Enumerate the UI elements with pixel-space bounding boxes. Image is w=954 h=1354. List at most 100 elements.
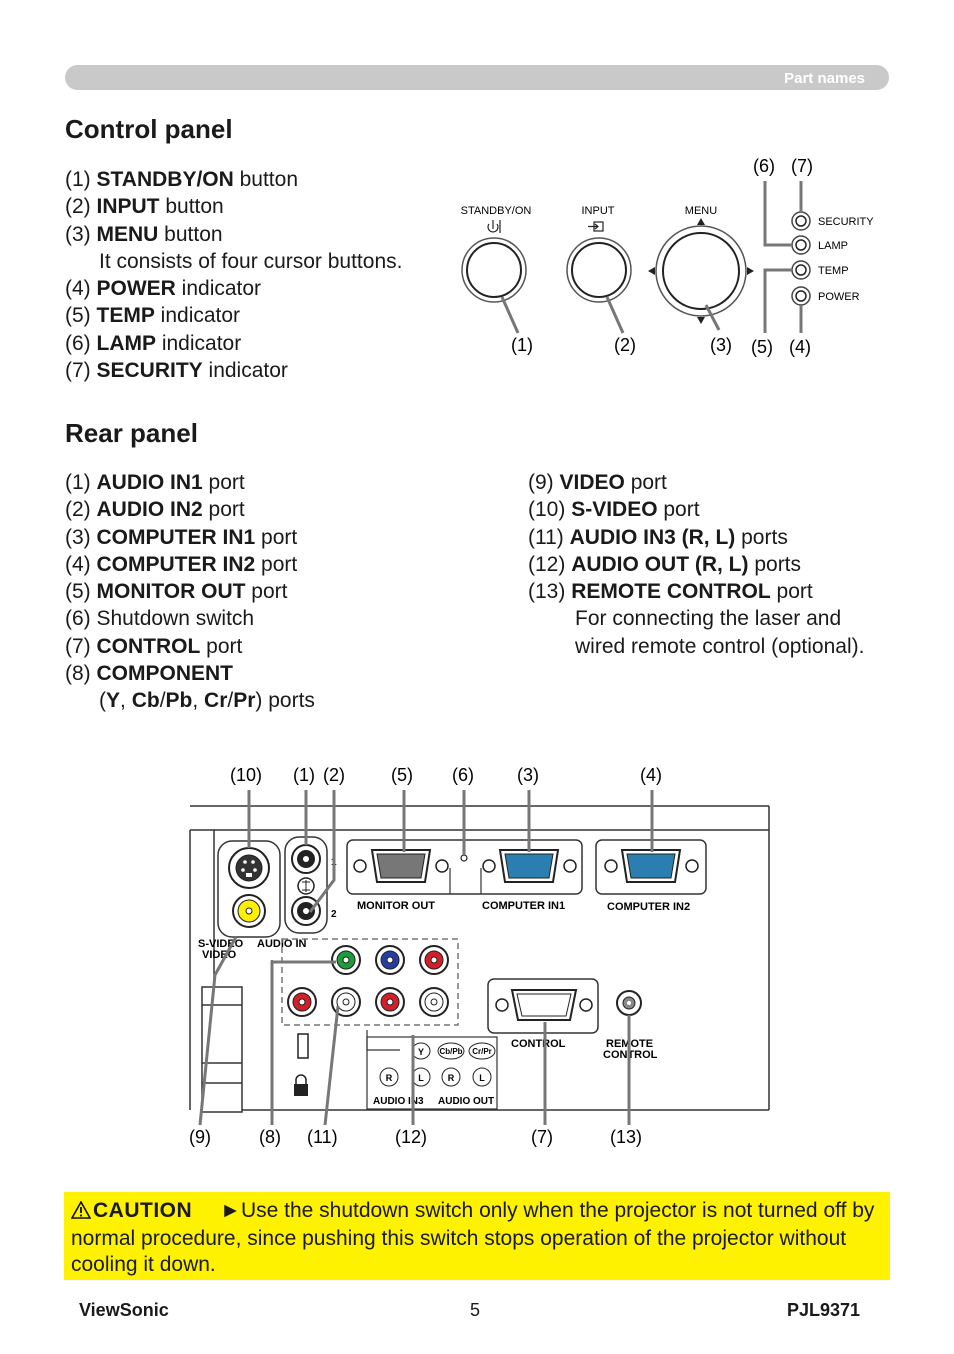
control-panel-list: (1) STANDBY/ON button (2) INPUT button (… (65, 166, 402, 384)
svg-text:Cr/Pr: Cr/Pr (472, 1047, 492, 1056)
audio-in2-number: 2 (331, 909, 337, 920)
svg-text:Y: Y (418, 1047, 424, 1057)
list-item: (3) COMPUTER IN1 port (65, 525, 298, 549)
list-item: (9) VIDEO port (528, 471, 667, 494)
control-port (495, 989, 593, 1021)
svg-text:(11): (11) (307, 1127, 338, 1147)
kensington-lock-icon (294, 1074, 308, 1096)
list-item: (4) POWER indicator (65, 277, 262, 301)
standby-label: STANDBY/ON (461, 205, 532, 217)
input-symbol-icon (588, 221, 604, 232)
svg-text:(8): (8) (259, 1127, 281, 1147)
section-title: Part names (784, 70, 865, 87)
shutdown-switch (460, 854, 468, 862)
list-item: (5) TEMP indicator (65, 304, 241, 328)
temp-label: TEMP (818, 265, 849, 277)
rear-panel-list-left: (1) AUDIO IN1 port (2) AUDIO IN2 port (3… (65, 469, 315, 715)
svg-text:(10): (10) (230, 765, 262, 785)
lamp-label: LAMP (818, 240, 848, 252)
rear-panel-heading: Rear panel (65, 418, 198, 448)
remote-note-line: wired remote control (optional). (575, 634, 865, 658)
list-item: (5) MONITOR OUT port (65, 580, 288, 604)
standby-button-outer (461, 237, 527, 303)
list-item: (1) AUDIO IN1 port (65, 471, 245, 494)
remote-note-line: For connecting the laser and (575, 607, 842, 631)
arrow-left-icon (648, 267, 655, 275)
callout-3: (3) (710, 335, 732, 355)
audio-out-label: AUDIO OUT (438, 1096, 494, 1107)
list-item: (2) AUDIO IN2 port (65, 498, 245, 522)
rear-callouts: (10) (1) (2) (5) (6) (3) (4) (9) (8) (11… (189, 765, 662, 1147)
control-panel-heading: Control panel (65, 114, 233, 144)
port-legend: Y Cb/Pb Cr/Pr R L R L (379, 1042, 496, 1087)
power-label: POWER (818, 291, 860, 303)
control-label: CONTROL (511, 1038, 566, 1050)
caution-text-block: CAUTION►Use the shutdown switch only whe… (70, 1198, 881, 1278)
list-item: (12) AUDIO OUT (R, L) ports (528, 552, 802, 576)
callout-5: (5) (751, 337, 773, 357)
callout-4: (4) (789, 337, 811, 357)
svg-text:R: R (386, 1073, 393, 1083)
list-item: (7) SECURITY indicator (65, 359, 288, 383)
warning-triangle-icon (70, 1200, 92, 1226)
svg-text:(6): (6) (452, 765, 474, 785)
svg-text:(1): (1) (293, 765, 315, 785)
arrow-down-icon (697, 317, 705, 324)
input-label: INPUT (582, 205, 615, 217)
list-item: (7) CONTROL port (65, 634, 243, 658)
svg-text:(3): (3) (517, 765, 539, 785)
rear-panel-diagram: 1 2 S-VIDEO VIDEO AUDIO IN MONITOR OUT C… (189, 765, 770, 1147)
rear-panel-list-right: (9) VIDEO port (10) S-VIDEO port (11) AU… (528, 469, 864, 660)
security-slot (297, 1033, 309, 1059)
caution-label: CAUTION (93, 1199, 193, 1222)
list-item: (4) COMPUTER IN2 port (65, 552, 298, 576)
computer-in2-label: COMPUTER IN2 (607, 901, 690, 913)
audio-rl-ports (287, 987, 449, 1017)
svg-text:(2): (2) (323, 765, 345, 785)
svg-text:R: R (448, 1073, 455, 1083)
list-item: (3) MENU button (65, 222, 223, 246)
callout-lines (500, 181, 803, 334)
svg-text:(12): (12) (395, 1127, 427, 1147)
standby-button[interactable] (466, 242, 522, 298)
input-button-outer (566, 237, 632, 303)
callout-6: (6) (753, 156, 775, 176)
rear-callout-lines (198, 790, 654, 1126)
callout-1: (1) (511, 335, 533, 355)
list-item: (6) Shutdown switch (65, 607, 255, 631)
svg-text:(7): (7) (531, 1127, 553, 1147)
component-ports-group (281, 938, 459, 1026)
control-panel-diagram: STANDBY/ON INPUT MENU SECURITY LAMP TEMP… (461, 156, 875, 357)
computer-in2-port (604, 849, 699, 883)
monitor-out-label: MONITOR OUT (357, 900, 435, 912)
component-ports (331, 945, 449, 975)
svg-text:Cb/Pb: Cb/Pb (439, 1047, 462, 1056)
monitor-out-port (353, 849, 449, 883)
indicator-leds (791, 211, 811, 306)
component-ports-line: (Y, Cb/Pb, Cr/Pr) ports (99, 689, 315, 713)
video-label: VIDEO (202, 949, 237, 961)
list-item: (8) COMPONENT (65, 662, 233, 686)
caution-message: ►Use the shutdown switch only when the p… (71, 1199, 875, 1276)
svg-text:(5): (5) (391, 765, 413, 785)
menu-button[interactable] (662, 232, 740, 310)
svg-text:L: L (418, 1073, 424, 1083)
audio-in-label: AUDIO IN (257, 938, 307, 950)
svg-text:(13): (13) (610, 1127, 642, 1147)
security-label: SECURITY (818, 216, 874, 228)
list-item-note: It consists of four cursor buttons. (99, 249, 403, 273)
input-button[interactable] (571, 242, 627, 298)
footer-model: PJL9371 (787, 1300, 861, 1320)
caution-box: CAUTION►Use the shutdown switch only whe… (64, 1192, 890, 1280)
chassis-outline (189, 805, 770, 1113)
menu-label: MENU (685, 205, 717, 217)
svg-text:(9): (9) (189, 1127, 211, 1147)
footer-page-number: 5 (470, 1300, 481, 1320)
callout-7: (7) (791, 156, 813, 176)
list-item: (6) LAMP indicator (65, 331, 242, 355)
list-item: (11) AUDIO IN3 (R, L) ports (528, 525, 788, 549)
section-header-bar: Part names (65, 65, 889, 90)
list-item: (10) S-VIDEO port (528, 498, 700, 522)
power-symbol-icon (487, 220, 501, 233)
list-item: (2) INPUT button (65, 195, 224, 219)
